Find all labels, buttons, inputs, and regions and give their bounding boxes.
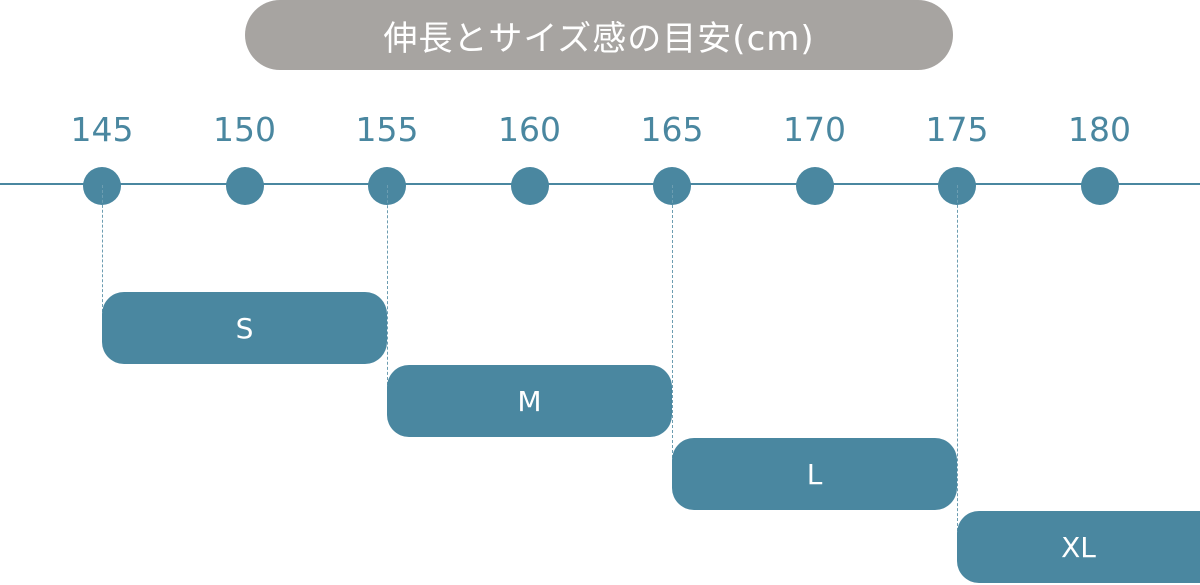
range-guide-line bbox=[672, 185, 673, 458]
size-bar-l: L bbox=[672, 438, 957, 510]
tick-label: 160 bbox=[498, 110, 561, 149]
tick-dot bbox=[1080, 167, 1119, 205]
tick-dot bbox=[510, 167, 549, 205]
tick-label: 180 bbox=[1068, 110, 1131, 149]
size-bar-xl: XL bbox=[957, 511, 1200, 583]
tick-label: 145 bbox=[70, 110, 134, 149]
size-label: M bbox=[517, 384, 542, 418]
tick-label: 150 bbox=[213, 110, 276, 149]
chart-title: 伸長とサイズ感の目安(cm) bbox=[245, 0, 953, 70]
range-guide-line bbox=[387, 185, 388, 385]
size-label: XL bbox=[1061, 530, 1096, 564]
size-label: L bbox=[806, 457, 823, 491]
size-label: S bbox=[235, 311, 254, 345]
size-bar-m: M bbox=[387, 365, 672, 437]
range-guide-line bbox=[957, 185, 958, 531]
range-guide-line bbox=[102, 185, 103, 312]
tick-label: 170 bbox=[783, 110, 846, 149]
height-axis-line bbox=[0, 183, 1200, 185]
tick-dot bbox=[795, 167, 834, 205]
tick-label: 165 bbox=[640, 110, 704, 149]
tick-dot bbox=[225, 167, 264, 205]
size-bar-s: S bbox=[102, 292, 387, 364]
tick-label: 175 bbox=[925, 110, 989, 149]
tick-label: 155 bbox=[355, 110, 419, 149]
